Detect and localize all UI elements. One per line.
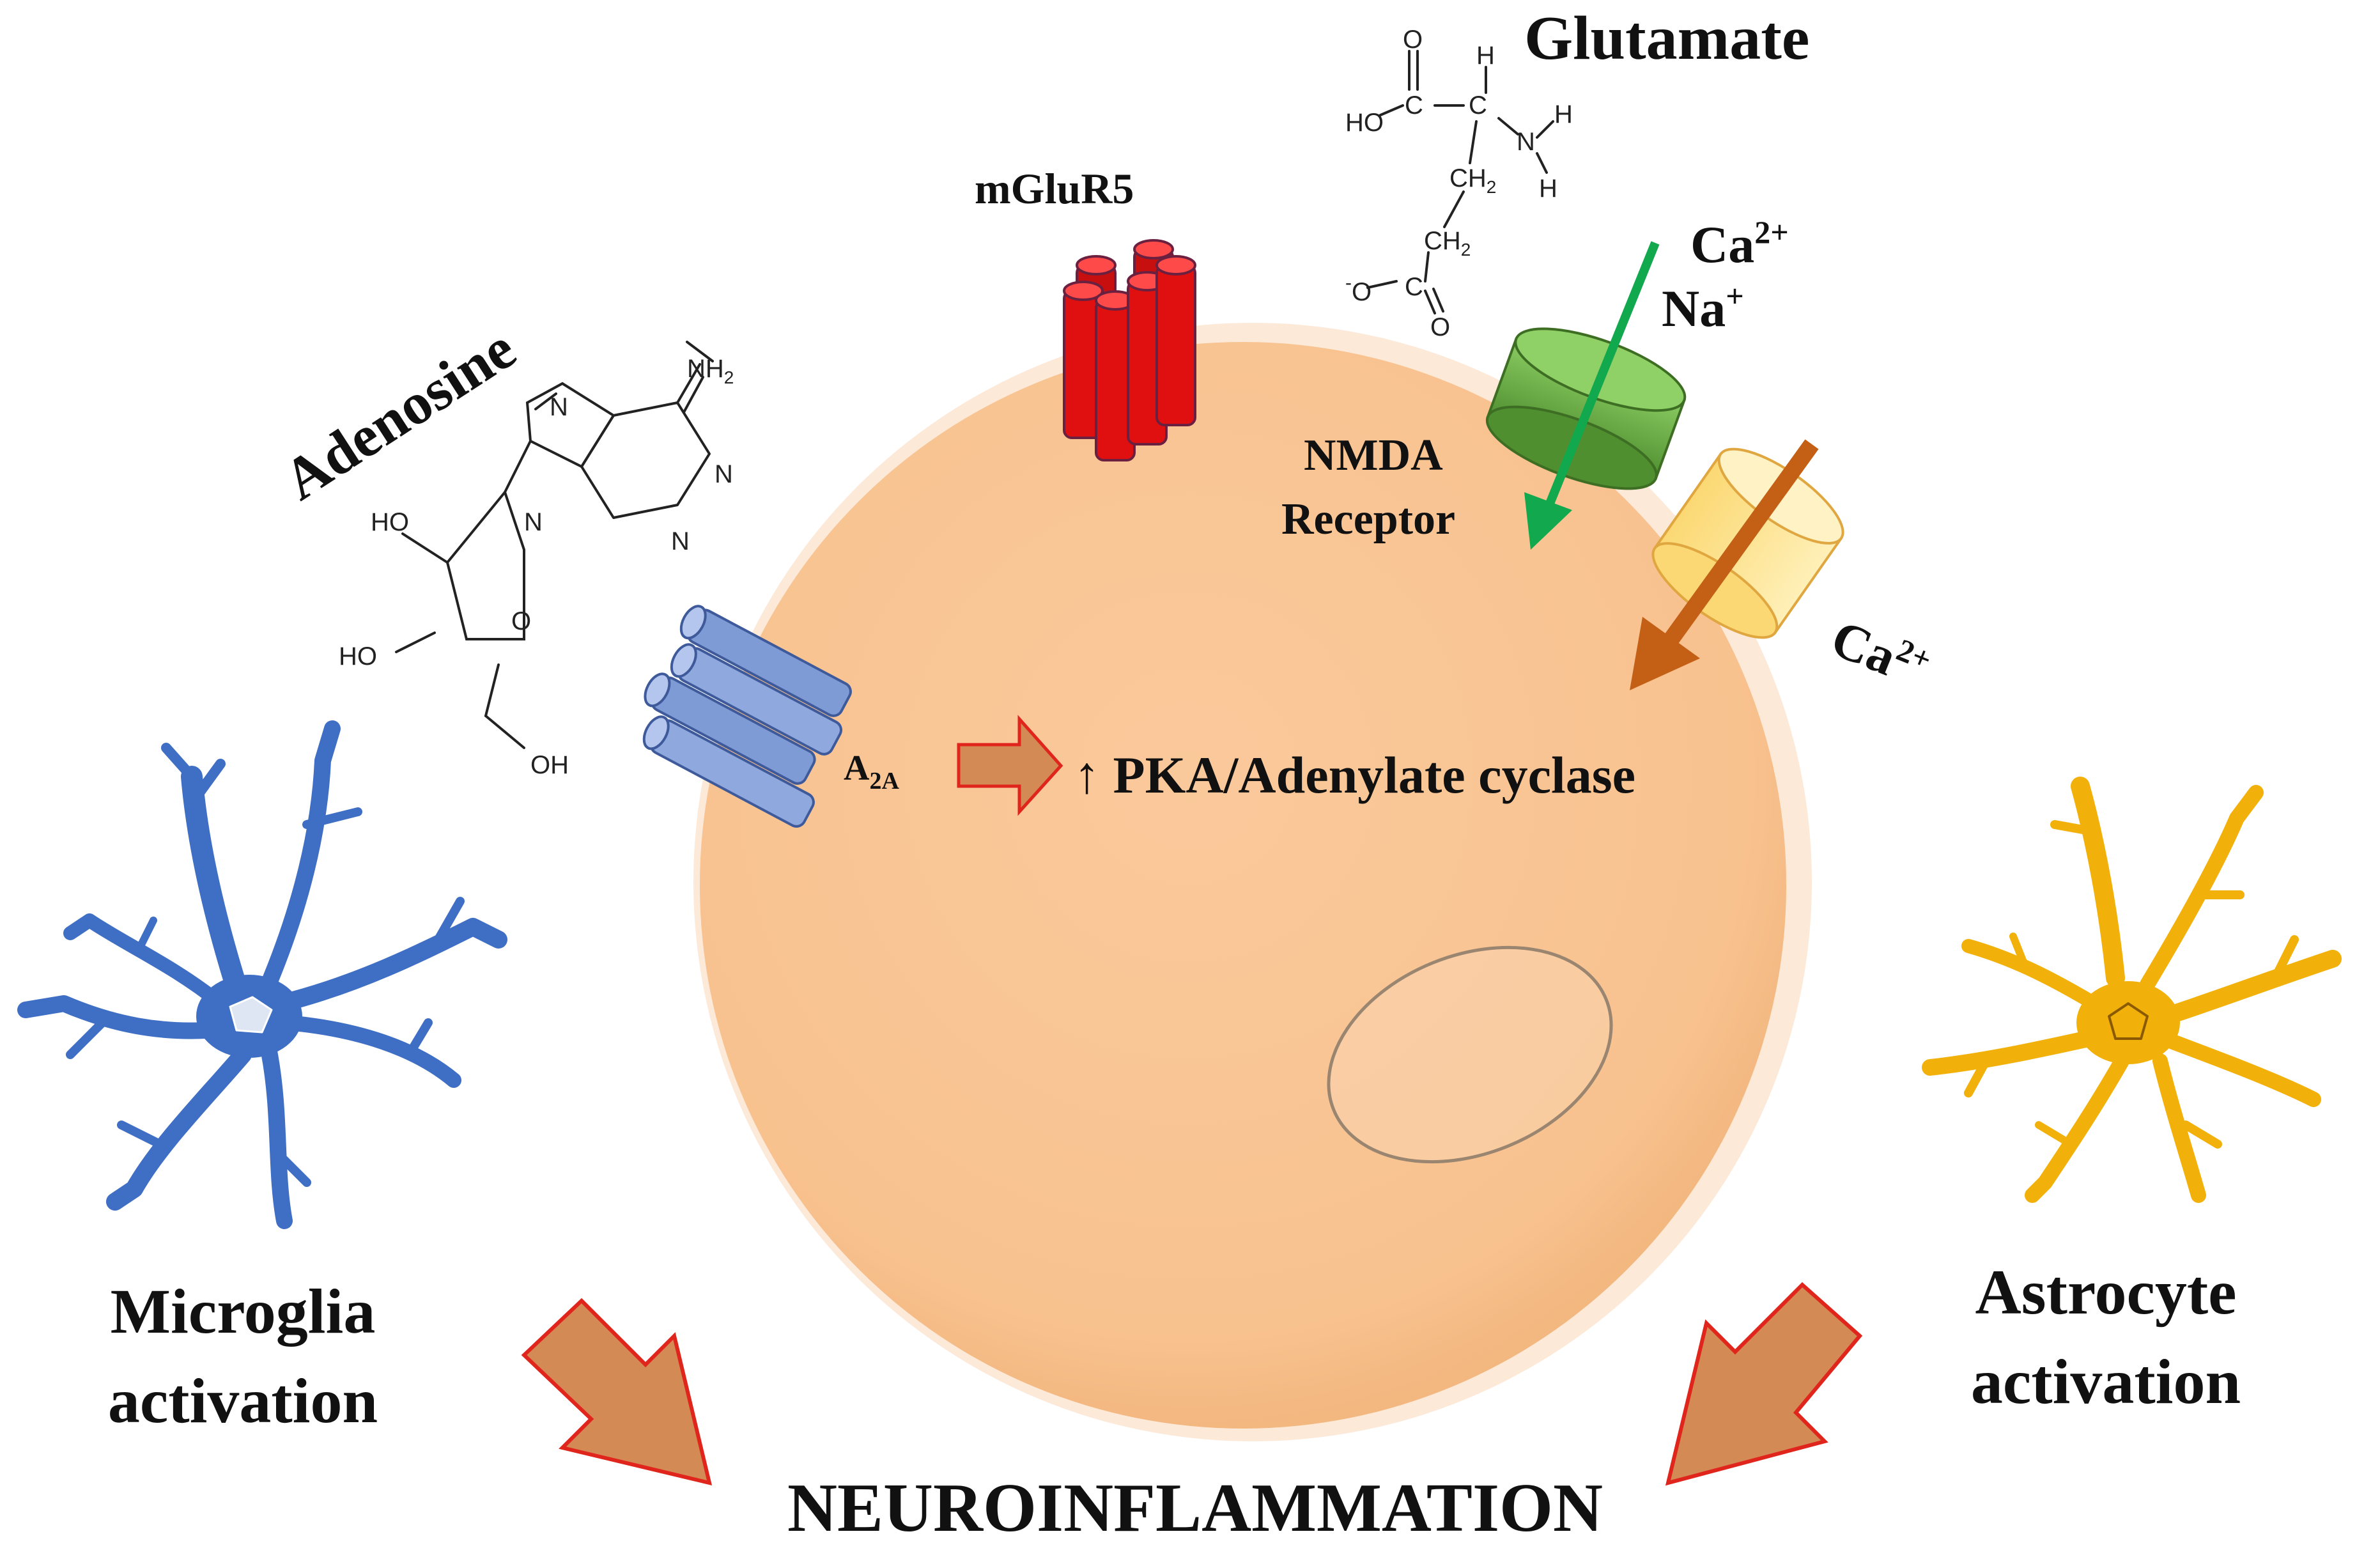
chem-ch2: CH2	[1449, 164, 1496, 197]
chem-o-minus: -O	[1345, 272, 1372, 306]
nmda-label-line1: NMDA	[1304, 431, 1443, 480]
chem-n: N	[715, 460, 733, 488]
astrocyte-label-line1: Astrocyte	[1975, 1257, 2236, 1328]
chem-n: N	[671, 527, 690, 555]
a2a-helix	[679, 605, 852, 717]
mglur5-helix	[1155, 255, 1196, 426]
nmda-label-line2: Receptor	[1281, 495, 1455, 544]
a2a-receptor	[642, 605, 852, 828]
astrocyte-to-inflammation-arrow	[1665, 1282, 1863, 1486]
astrocyte-label-line2: activation	[1971, 1346, 2241, 1417]
chem-ch2: CH2	[1424, 227, 1471, 260]
cell-membrane	[700, 342, 1786, 1429]
a2a-helix	[670, 643, 842, 756]
microglia-label-line2: activation	[108, 1365, 378, 1436]
microglia-label-line1: Microglia	[111, 1276, 376, 1347]
chem-ho: HO	[371, 508, 409, 536]
ion-arrow-green	[1524, 241, 1660, 550]
nucleus	[1327, 945, 1613, 1164]
chem-n: N	[550, 393, 568, 421]
microglia-to-inflammation-arrow	[521, 1298, 713, 1486]
chem-c: C	[1469, 91, 1487, 120]
chem-c: C	[1405, 91, 1423, 120]
chem-ho: HO	[1345, 109, 1384, 137]
neuron-cell	[693, 323, 1812, 1441]
chem-h: H	[1476, 42, 1495, 70]
chem-ho: HO	[339, 642, 377, 670]
na-ion-label: Na+	[1662, 278, 1744, 337]
neuroinflammation-label: NEUROINFLAMMATION	[787, 1470, 1603, 1546]
mglur5-receptor	[1063, 239, 1196, 461]
mglur5-label: mGluR5	[975, 164, 1134, 213]
ca-ion-label-channel: Ca2+	[1823, 607, 1936, 699]
chem-n: N	[1517, 128, 1535, 156]
chem-o: O	[511, 607, 531, 635]
chem-n: N	[524, 508, 543, 536]
ion-arrow-brown	[1630, 439, 1819, 690]
glutamate-structure: HO C O C H N H H CH2 CH2 C -O O	[1345, 26, 1573, 341]
a2a-label: A2A	[844, 748, 899, 794]
microglia-cell	[17, 720, 507, 1229]
pka-label: ↑ PKA/Adenylate cyclase	[1074, 746, 1635, 804]
chem-h: H	[1554, 100, 1573, 128]
adenosine-structure: NH2 N N N N O HO HO OH	[339, 341, 734, 779]
chem-nh2: NH2	[687, 355, 734, 387]
astrocyte-cell	[1922, 777, 2342, 1203]
glutamate-label: Glutamate	[1524, 4, 1809, 73]
a2a-to-pka-arrow	[957, 715, 1063, 816]
adenosine-label: Adenosine	[272, 315, 527, 512]
ca-ion-label-nmda: Ca2+	[1690, 214, 1789, 274]
mglur5-helix	[1063, 281, 1104, 439]
chem-h: H	[1539, 174, 1557, 203]
chem-oh: OH	[530, 751, 569, 779]
a2a-helix	[644, 672, 816, 785]
chem-o: O	[1403, 26, 1423, 54]
chem-o: O	[1430, 313, 1450, 341]
chem-c: C	[1405, 273, 1423, 301]
a2a-helix	[642, 715, 815, 828]
